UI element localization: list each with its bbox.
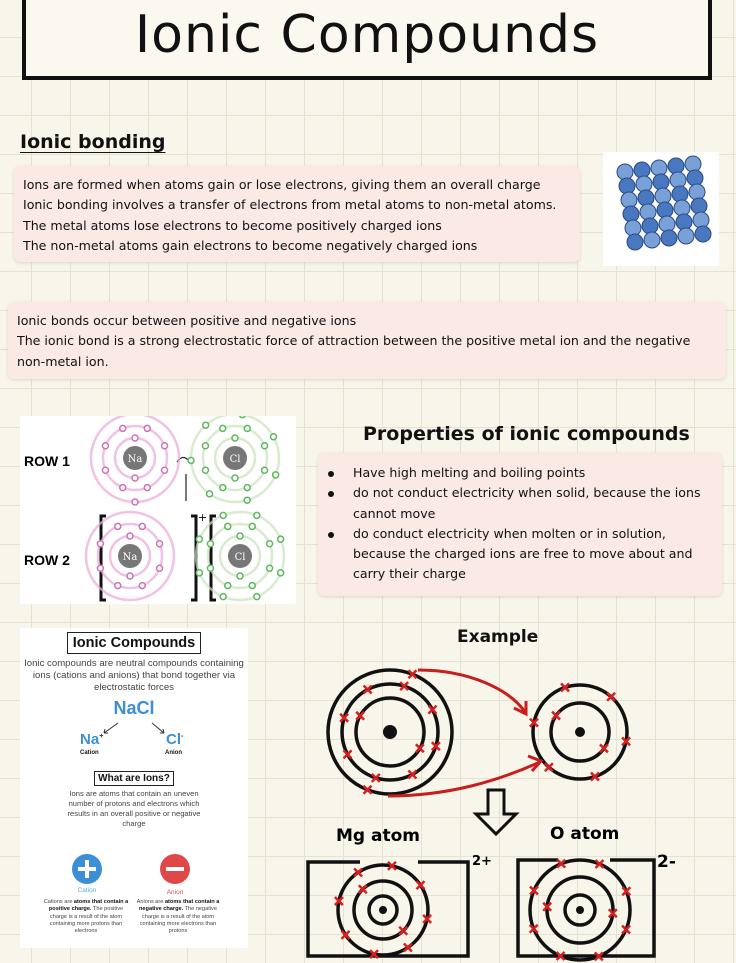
mg-atom-label: Mg atom [336,826,420,846]
property-item: Have high melting and boiling points [318,463,714,483]
plus-icon [72,854,102,884]
infographic-description: Ionic compounds are neutral compounds co… [24,658,244,693]
example-heading: Example [457,627,539,647]
text-line: The non-metal atoms gain electrons to be… [23,237,478,253]
text-line: The ionic bond is a strong electrostatic… [17,333,691,349]
svg-text:Cl: Cl [235,552,246,563]
properties-box: Have high melting and boiling points do … [318,453,722,596]
o-atom-label: O atom [550,824,619,844]
ionic-compounds-infographic: Ionic Compounds Ionic compounds are neut… [20,628,248,948]
plus-charge: + [198,511,207,524]
property-item: do not conduct electricity when solid, b… [318,483,714,524]
anion-symbol: Cl- [166,731,184,748]
anion-heading: Anion [166,889,184,896]
o-ion-bracket [516,858,656,958]
formula: NaCl [113,698,155,718]
infographic-title: Ionic Compounds [66,632,202,654]
hollow-down-arrow-icon [472,788,520,837]
row2-label: ROW 2 [24,552,70,568]
cation-heading: Cation [77,887,97,894]
row1-label: ROW 1 [24,453,70,469]
example-drawing: Mg atom O atom 2+ 2- [306,668,676,962]
mg-charge: 2+ [472,854,492,869]
ions-description: Ions are atoms that contain an uneven nu… [67,789,201,828]
cation-text: Cations are atoms that contain a positiv… [43,899,129,935]
ionic-bonding-heading: Ionic bonding [20,131,166,153]
text-line: Ions are formed when atoms gain or lose … [23,177,541,192]
ionic-bonds-box: Ionic bonds occur between positive and n… [8,302,726,379]
text-line: non-metal ion. [17,353,109,369]
ionic-bonding-box: Ions are formed when atoms gain or lose … [14,166,580,262]
text-line: The metal atoms lose electrons to become… [23,217,442,233]
svg-text:Na: Na [123,552,138,563]
anion-text: Anions are atoms that contain a negative… [136,899,220,935]
o-charge: 2- [657,852,676,872]
cation-symbol: Na+ [80,731,104,748]
electron-transfer-arrow [417,668,527,713]
properties-heading: Properties of ionic compounds [363,423,690,445]
title-box: Ionic Compounds [22,0,712,80]
text-line: Ionic bonding involves a transfer of ele… [23,197,557,213]
svg-text:Cl: Cl [230,454,241,465]
minus-icon [160,854,190,884]
cation-label: Cation [80,750,99,756]
anion-label: Anion [165,750,182,756]
mg-ion-bracket [306,860,470,958]
text-line: Ionic bonds occur between positive and n… [17,313,357,328]
svg-text:Na: Na [128,454,143,465]
ionic-lattice-image [603,152,719,266]
page-title: Ionic Compounds [134,5,600,65]
what-are-ions-heading: What are Ions? [94,771,174,786]
property-item: do conduct electricity when molten or in… [318,524,714,585]
